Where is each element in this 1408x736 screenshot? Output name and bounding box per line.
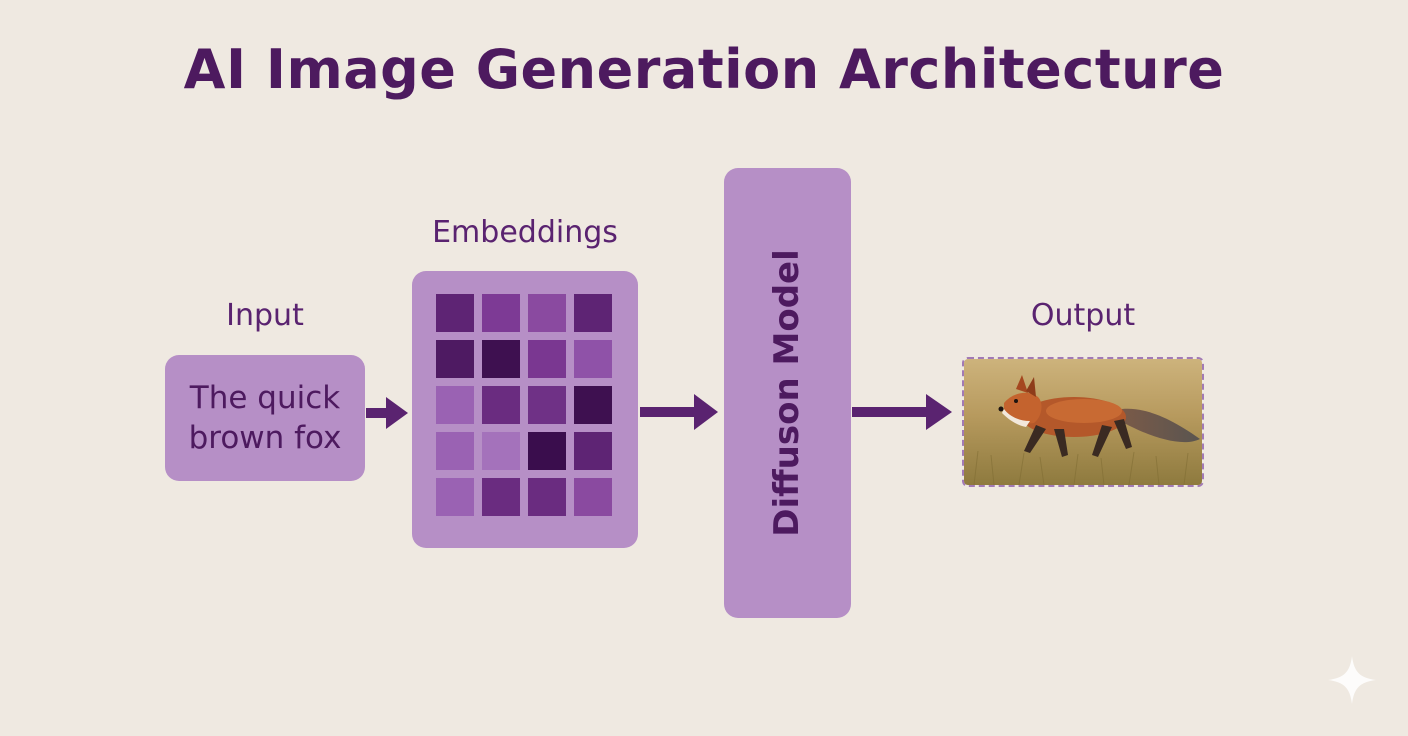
embedding-cell	[436, 386, 474, 424]
fox-image	[964, 359, 1202, 485]
embedding-cell	[436, 340, 474, 378]
embedding-cell	[528, 386, 566, 424]
embeddings-grid	[436, 294, 612, 516]
arrow-diffusion-to-output	[852, 394, 952, 430]
embedding-cell	[436, 294, 474, 332]
sparkle-icon	[1328, 656, 1376, 704]
embedding-cell	[528, 294, 566, 332]
embedding-cell	[574, 340, 612, 378]
embedding-cell	[482, 386, 520, 424]
diagram-title: AI Image Generation Architecture	[183, 38, 1225, 101]
embedding-cell	[482, 340, 520, 378]
embedding-cell	[574, 478, 612, 516]
embedding-cell	[436, 478, 474, 516]
embedding-cell	[574, 386, 612, 424]
input-label: Input	[226, 298, 304, 333]
embedding-cell	[528, 432, 566, 470]
embedding-cell	[528, 478, 566, 516]
output-label: Output	[1030, 298, 1136, 333]
diffusion-model-label: Diffuson Model	[767, 249, 807, 537]
embedding-cell	[574, 432, 612, 470]
arrow-embeddings-to-diffusion	[640, 394, 718, 430]
input-text-line2: brown fox	[188, 420, 342, 456]
input-text-line1: The quick	[189, 380, 341, 416]
embedding-cell	[574, 294, 612, 332]
embedding-cell	[528, 340, 566, 378]
embedding-cell	[436, 432, 474, 470]
arrow-input-to-embeddings	[366, 397, 408, 429]
embeddings-label: Embeddings	[432, 215, 618, 250]
output-image	[962, 357, 1204, 487]
embedding-cell	[482, 432, 520, 470]
input-box: The quick brown fox	[165, 355, 365, 481]
embedding-cell	[482, 478, 520, 516]
embedding-cell	[482, 294, 520, 332]
diffusion-model-box: Diffuson Model	[724, 168, 851, 618]
embeddings-box	[412, 271, 638, 548]
